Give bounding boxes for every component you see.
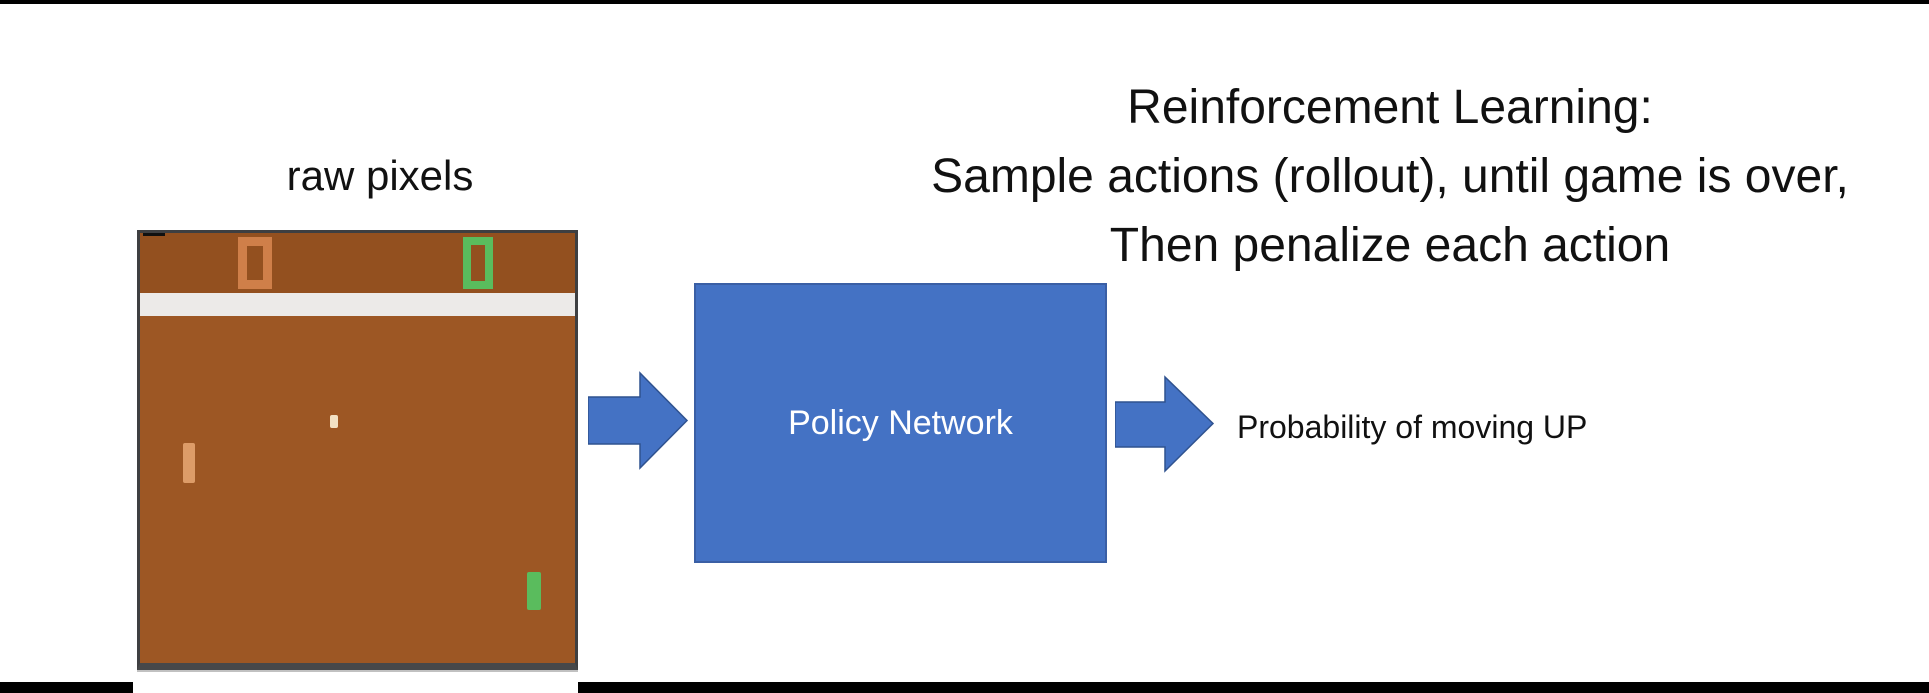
left-player-score-zero xyxy=(238,237,272,289)
probability-output-label: Probability of moving UP xyxy=(1237,409,1588,445)
title-line-2: Sample actions (rollout), until game is … xyxy=(931,150,1849,203)
output-arrow-icon xyxy=(1115,375,1215,473)
corner-dash xyxy=(143,233,165,236)
score-strip xyxy=(140,233,575,293)
title-line-1: Reinforcement Learning: xyxy=(1127,81,1653,134)
input-arrow-icon xyxy=(588,371,689,470)
orange-paddle xyxy=(183,443,195,483)
bottom-black-bar-left xyxy=(0,682,133,693)
top-border-line xyxy=(0,0,1929,4)
pong-game-screenshot xyxy=(137,230,578,670)
pong-ball xyxy=(330,415,338,428)
bottom-black-bar-right xyxy=(578,682,1929,693)
raw-pixels-label: raw pixels xyxy=(286,152,474,199)
title-line-3: Then penalize each action xyxy=(1109,219,1671,272)
green-paddle xyxy=(527,572,541,610)
policy-network-box: Policy Network xyxy=(694,283,1107,563)
policy-network-label: Policy Network xyxy=(788,403,1013,442)
top-wall-bar xyxy=(140,293,575,316)
right-player-score-zero xyxy=(463,237,493,289)
slide-title: Reinforcement Learning: Sample actions (… xyxy=(820,73,1929,280)
